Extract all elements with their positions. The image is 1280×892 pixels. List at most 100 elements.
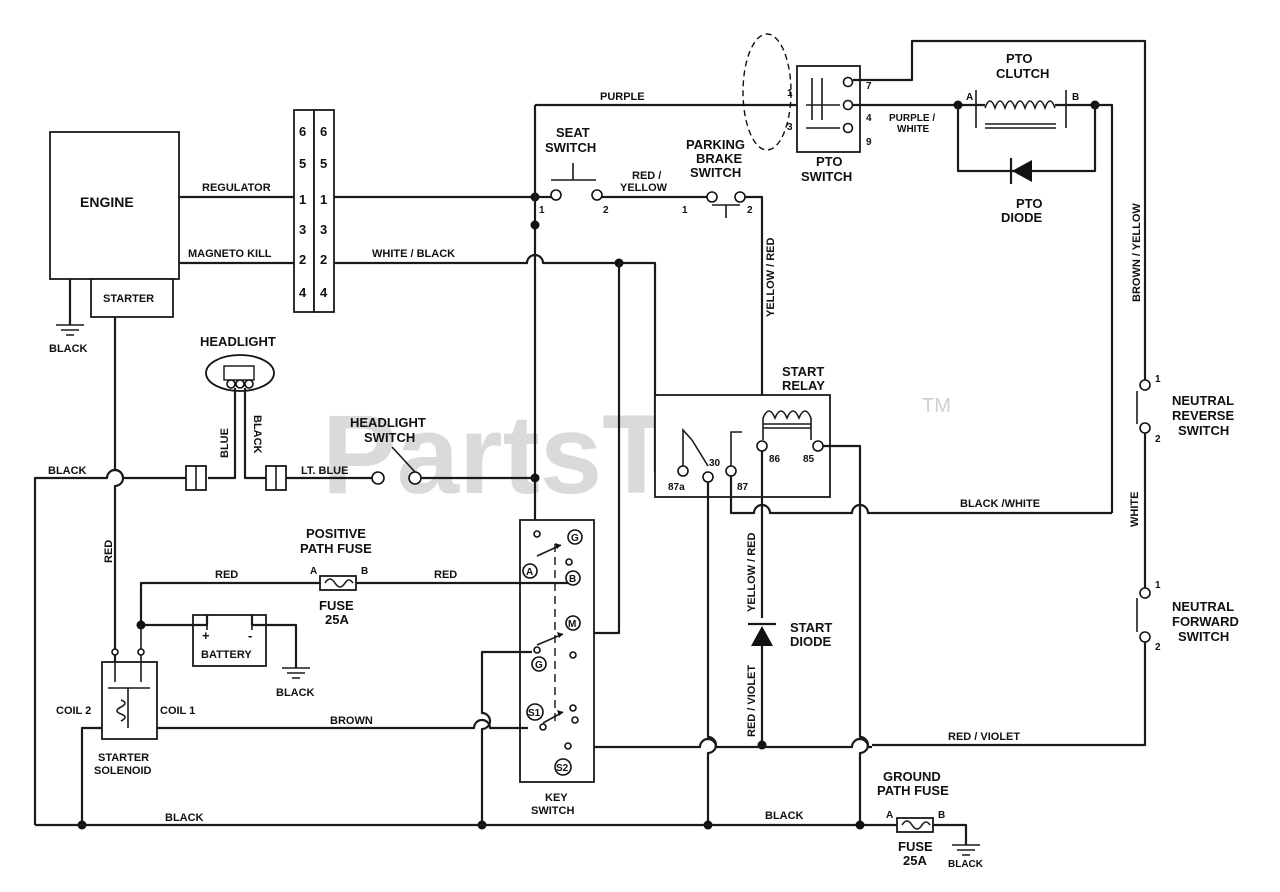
svg-text:4: 4 bbox=[299, 285, 307, 300]
svg-text:KEY: KEY bbox=[545, 792, 568, 804]
svg-text:1: 1 bbox=[787, 88, 793, 99]
svg-text:+: + bbox=[202, 628, 210, 643]
svg-text:2: 2 bbox=[603, 205, 609, 216]
svg-text:COIL 1: COIL 1 bbox=[160, 705, 195, 717]
parking-brake-switch: PARKING BRAKE SWITCH 1 2 bbox=[682, 137, 753, 218]
svg-text:STARTER: STARTER bbox=[98, 752, 149, 764]
svg-text:S2: S2 bbox=[556, 763, 569, 774]
black-bottom-right-label: BLACK bbox=[765, 810, 804, 822]
purple-wire-label: PURPLE bbox=[600, 91, 645, 103]
svg-text:START: START bbox=[782, 364, 824, 379]
svg-text:30: 30 bbox=[709, 458, 721, 469]
svg-text:HEADLIGHT: HEADLIGHT bbox=[350, 415, 426, 430]
blue-wire-label: BLUE bbox=[219, 428, 231, 458]
svg-text:DIODE: DIODE bbox=[790, 634, 832, 649]
svg-text:1: 1 bbox=[682, 205, 688, 216]
svg-text:FORWARD: FORWARD bbox=[1172, 614, 1239, 629]
svg-text:86: 86 bbox=[769, 454, 781, 465]
white-wire-label: WHITE bbox=[1129, 492, 1141, 527]
svg-text:6: 6 bbox=[299, 124, 306, 139]
svg-text:M: M bbox=[568, 619, 576, 630]
svg-text:PTO: PTO bbox=[1016, 196, 1043, 211]
engine-label: ENGINE bbox=[80, 194, 134, 210]
red-fuse-left-label: RED bbox=[215, 569, 238, 581]
svg-text:BRAKE: BRAKE bbox=[696, 151, 743, 166]
svg-text:SWITCH: SWITCH bbox=[364, 430, 415, 445]
black-white-wire-label: BLACK /WHITE bbox=[960, 498, 1040, 510]
purple-white-label-2: WHITE bbox=[897, 124, 930, 135]
svg-text:GROUND: GROUND bbox=[883, 769, 941, 784]
svg-text:SWITCH: SWITCH bbox=[690, 165, 741, 180]
magneto-kill-wire-label: MAGNETO KILL bbox=[188, 248, 272, 260]
neutral-reverse-switch: 1 2 NEUTRAL REVERSE SWITCH bbox=[1136, 374, 1234, 445]
svg-text:G: G bbox=[571, 533, 579, 544]
svg-text:2: 2 bbox=[1155, 642, 1161, 653]
svg-text:B: B bbox=[361, 566, 368, 577]
svg-text:4: 4 bbox=[320, 285, 328, 300]
positive-path-fuse: POSITIVE PATH FUSE A B FUSE 25A bbox=[300, 526, 372, 627]
svg-text:PTO: PTO bbox=[816, 154, 843, 169]
svg-text:SEAT: SEAT bbox=[556, 125, 590, 140]
svg-text:NEUTRAL: NEUTRAL bbox=[1172, 393, 1234, 408]
pto-switch: 1 3 7 4 9 PTO SWITCH bbox=[742, 33, 872, 184]
svg-text:COIL 2: COIL 2 bbox=[56, 705, 91, 717]
svg-text:A: A bbox=[526, 567, 533, 578]
pto-diode: PTO DIODE bbox=[956, 105, 1097, 225]
yellow-red-wire-label-2: YELLOW / RED bbox=[746, 533, 758, 613]
svg-text:25A: 25A bbox=[903, 853, 927, 868]
svg-text:PATH FUSE: PATH FUSE bbox=[877, 783, 949, 798]
red-yellow-label-1: RED / bbox=[632, 170, 661, 182]
svg-text:7: 7 bbox=[866, 81, 872, 92]
svg-text:POSITIVE: POSITIVE bbox=[306, 526, 366, 541]
svg-text:2: 2 bbox=[1155, 434, 1161, 445]
svg-text:9: 9 bbox=[866, 137, 872, 148]
svg-text:SWITCH: SWITCH bbox=[1178, 629, 1229, 644]
svg-text:S1: S1 bbox=[528, 708, 541, 719]
headlight: HEADLIGHT bbox=[200, 334, 276, 392]
svg-text:A: A bbox=[966, 92, 973, 103]
svg-text:PTO: PTO bbox=[1006, 51, 1033, 66]
svg-text:SWITCH: SWITCH bbox=[1178, 423, 1229, 438]
brown-yellow-wire-label: BROWN / YELLOW bbox=[1131, 203, 1143, 302]
svg-text:6: 6 bbox=[320, 124, 327, 139]
brown-wire-label: BROWN bbox=[330, 715, 373, 727]
svg-text:2: 2 bbox=[299, 252, 306, 267]
svg-text:SOLENOID: SOLENOID bbox=[94, 765, 152, 777]
neutral-forward-switch: 1 2 NEUTRAL FORWARD SWITCH bbox=[1136, 580, 1239, 653]
red-violet-v-label: RED / VIOLET bbox=[746, 665, 758, 737]
svg-text:PARKING: PARKING bbox=[686, 137, 745, 152]
svg-text:SWITCH: SWITCH bbox=[801, 169, 852, 184]
red-violet-h-label: RED / VIOLET bbox=[948, 731, 1020, 743]
red-yellow-label-2: YELLOW bbox=[620, 182, 668, 194]
svg-text:B: B bbox=[1072, 92, 1079, 103]
svg-text:-: - bbox=[248, 628, 252, 643]
svg-text:G: G bbox=[535, 660, 543, 671]
svg-text:1: 1 bbox=[1155, 580, 1161, 591]
svg-text:85: 85 bbox=[803, 454, 815, 465]
black-bottom-left-label: BLACK bbox=[165, 812, 204, 824]
battery-ground-label: BLACK bbox=[276, 687, 315, 699]
svg-text:START: START bbox=[790, 620, 832, 635]
svg-text:RELAY: RELAY bbox=[782, 378, 825, 393]
svg-text:SWITCH: SWITCH bbox=[545, 140, 596, 155]
battery: + - BATTERY bbox=[192, 614, 267, 667]
headlight-switch: HEADLIGHT SWITCH bbox=[350, 415, 426, 485]
svg-text:SWITCH: SWITCH bbox=[531, 805, 574, 817]
ground-fuse-ground-label: BLACK bbox=[948, 859, 984, 870]
seat-switch: SEAT SWITCH 1 2 bbox=[535, 125, 609, 216]
svg-text:87a: 87a bbox=[668, 482, 685, 493]
regulator-wire-label: REGULATOR bbox=[202, 182, 271, 194]
black-headlight-wire-label: BLACK bbox=[251, 415, 263, 454]
starter-label: STARTER bbox=[103, 293, 154, 305]
svg-text:5: 5 bbox=[320, 156, 327, 171]
purple-white-label-1: PURPLE / bbox=[889, 113, 935, 124]
svg-text:A: A bbox=[886, 810, 893, 821]
svg-text:4: 4 bbox=[866, 113, 872, 124]
svg-text:5: 5 bbox=[299, 156, 306, 171]
ground-path-fuse: GROUND PATH FUSE A B FUSE 25A bbox=[877, 769, 949, 868]
key-switch: G A B M G S1 S2 KEY SWITCH bbox=[519, 519, 595, 817]
svg-text:B: B bbox=[569, 574, 576, 585]
red-v-wire-label: RED bbox=[103, 540, 115, 563]
engine: ENGINE STARTER BLACK bbox=[49, 131, 180, 355]
